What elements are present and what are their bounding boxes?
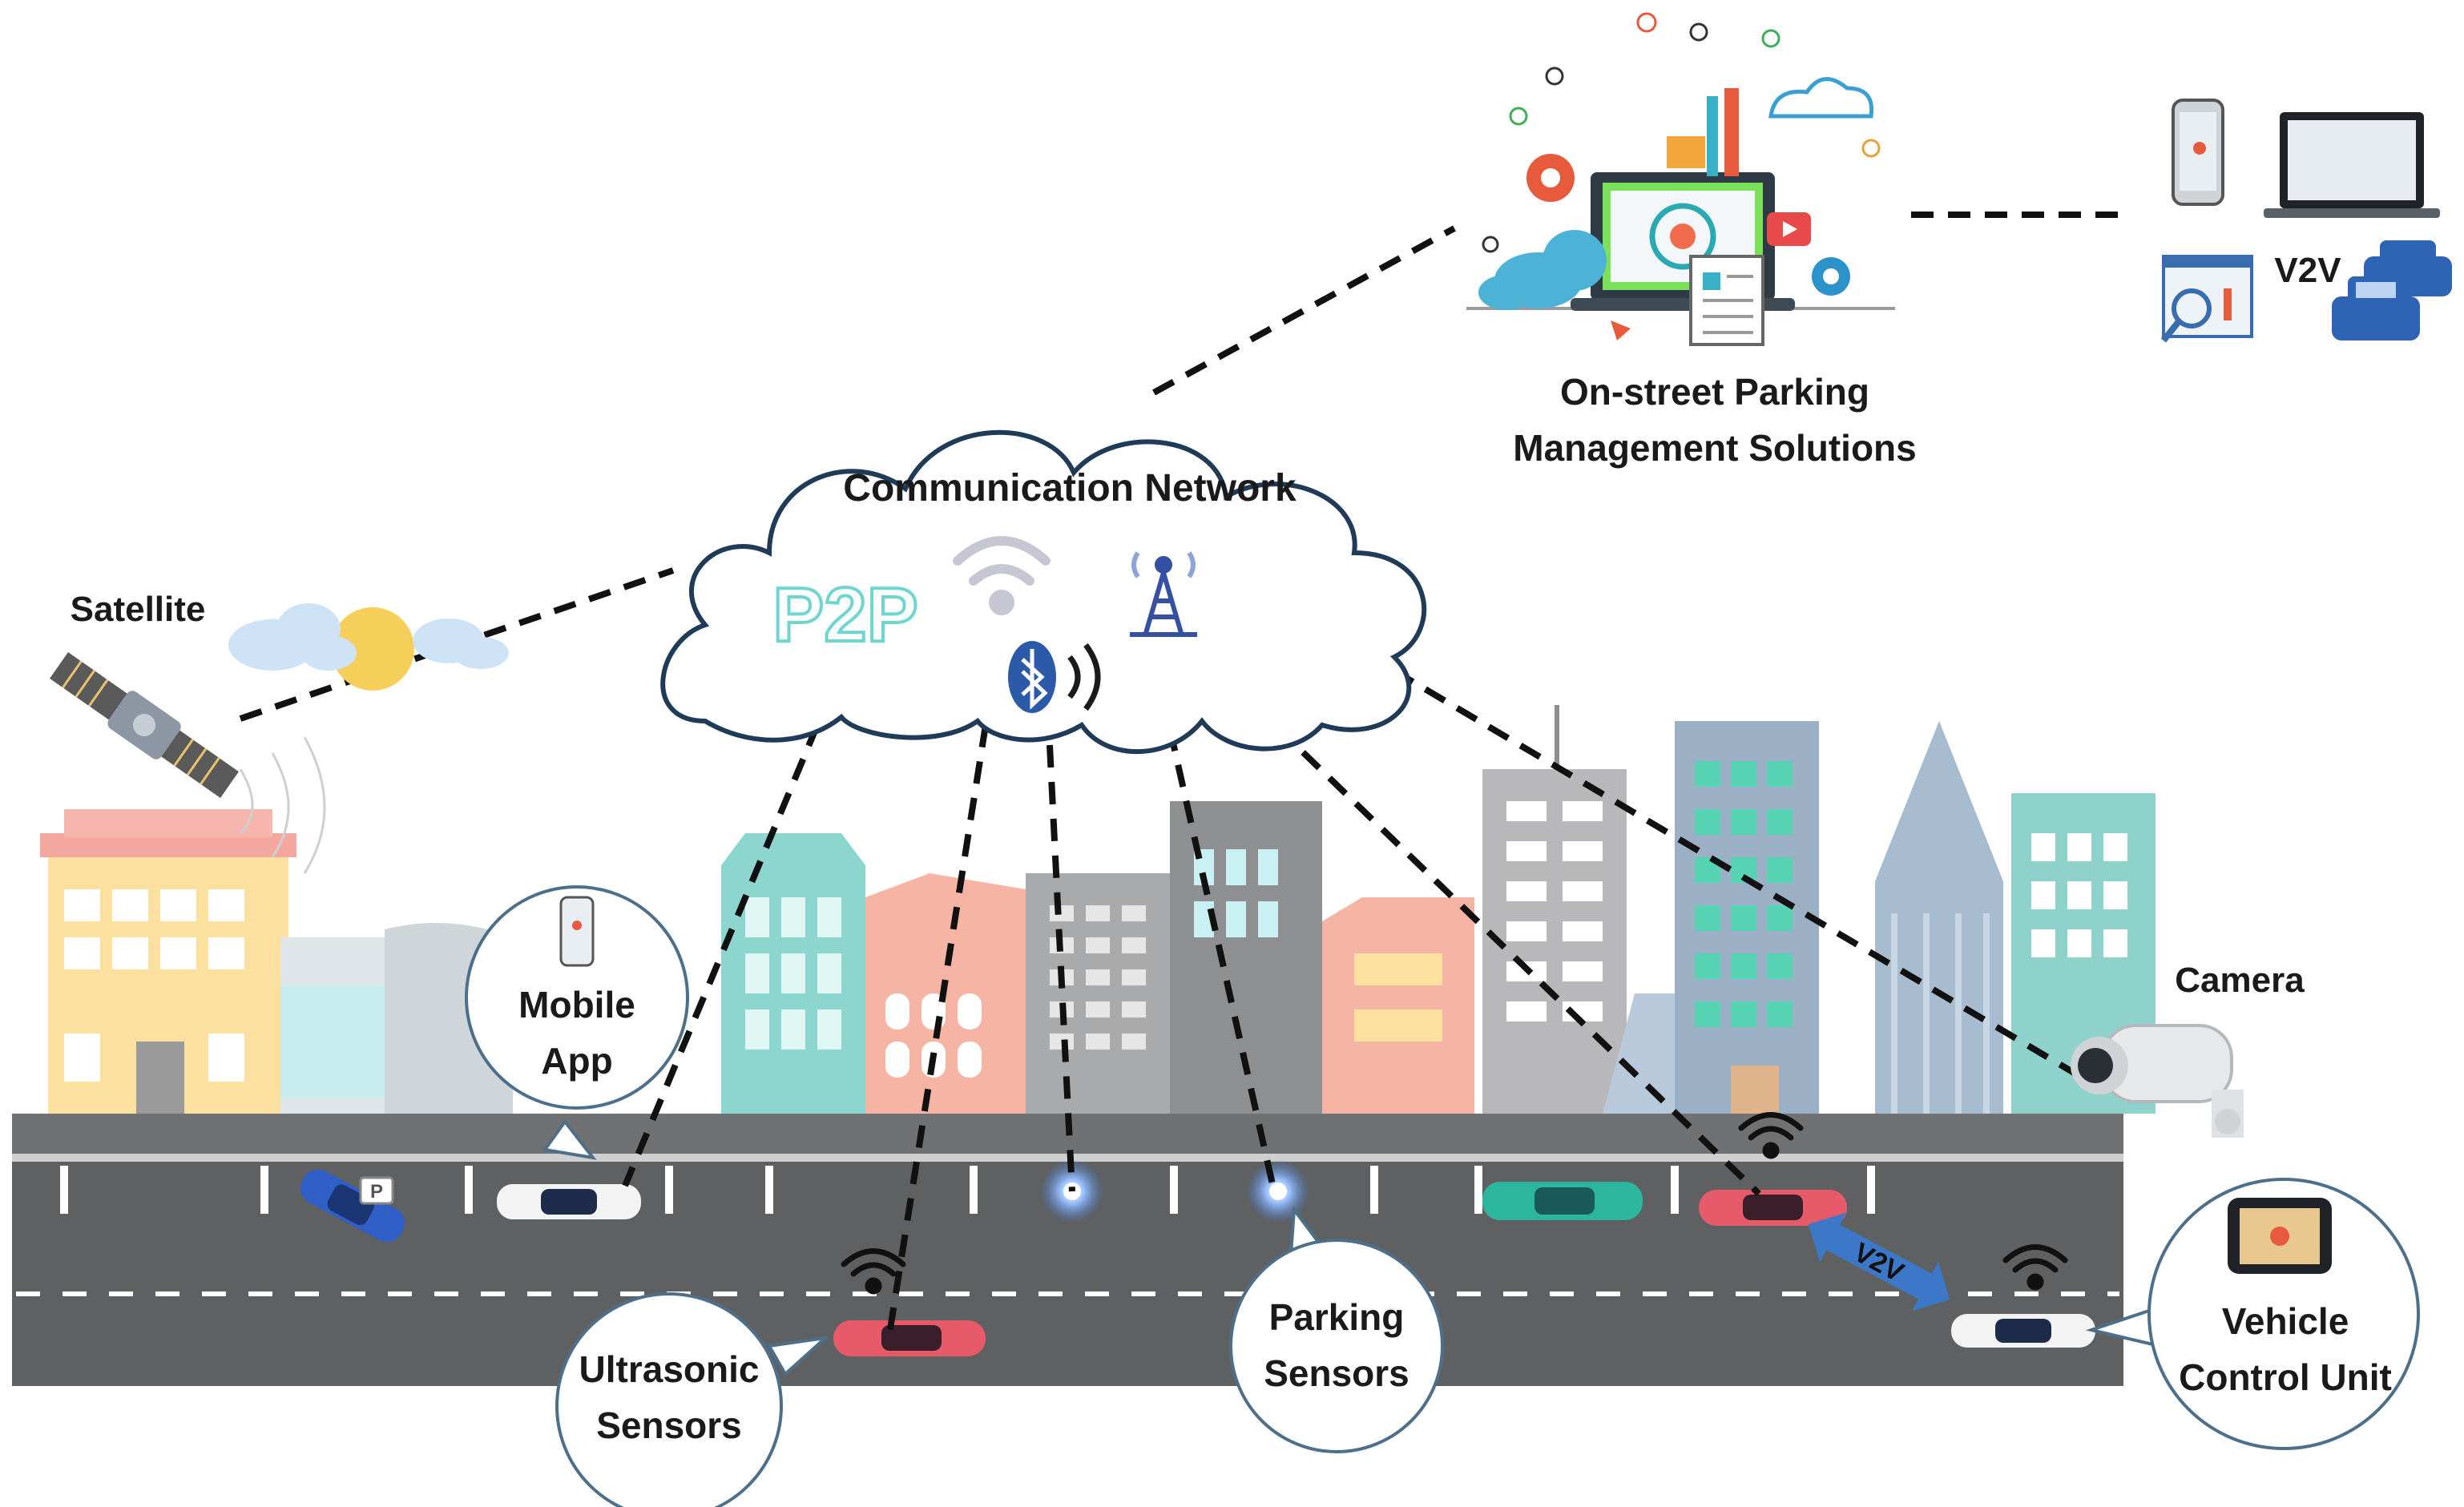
mobile-app-bubble: Mobile App (465, 885, 689, 1160)
document-icon (1689, 255, 1764, 346)
node-icon (1482, 12, 1881, 253)
parking-sensors-bubble: Parking Sensors (1229, 1205, 1444, 1453)
cloud-title: Communication Network (843, 467, 1297, 510)
bluetooth-icon (1008, 641, 1101, 713)
sun-icon (331, 607, 414, 691)
mobile-app-label-2: App (541, 1040, 612, 1082)
wifi-icon (1738, 1112, 1804, 1159)
solutions-title-1: On-street Parking (1560, 371, 1869, 413)
camera-label: Camera (2175, 961, 2305, 1000)
wifi-icon (953, 536, 1051, 615)
analytics-icon (1667, 88, 1739, 176)
wifi-icon (2002, 1244, 2068, 1291)
building-glass (280, 923, 513, 1114)
car-blue-parked (300, 1169, 405, 1243)
gear-icon (1812, 257, 1850, 296)
parking-stall-lines (60, 1166, 1875, 1214)
ultrasonic-sensors-bubble: Ultrasonic Sensors (555, 1292, 831, 1507)
p2p-label: P2P (772, 572, 917, 658)
building-spire (1875, 721, 2003, 1114)
tablet-icon (2228, 1198, 2332, 1274)
cloud-icon (228, 603, 509, 671)
v2v-top-label: V2V (2274, 251, 2341, 290)
building-salmon-2 (1322, 897, 1474, 1114)
satellite-label: Satellite (71, 590, 206, 629)
gear-icon (1526, 154, 1575, 202)
wifi-icon (841, 1248, 906, 1295)
building-teal (721, 833, 865, 1114)
solutions-title-2: Management Solutions (1513, 427, 1916, 469)
ultrasonic-label-2: Sensors (596, 1404, 742, 1446)
mobile-app-label-1: Mobile (518, 984, 635, 1025)
parking-sensor-icon (1246, 1159, 1310, 1223)
communication-network-cloud: Communication Network P2P (660, 429, 1427, 755)
cloud-icon (1768, 77, 1874, 119)
ultrasonic-label-1: Ultrasonic (579, 1348, 760, 1390)
building-yellow (40, 809, 296, 1114)
parking-sensors-label-1: Parking (1269, 1296, 1405, 1338)
camera-icon (2071, 1024, 2244, 1138)
cloud-icon (1478, 230, 1607, 310)
car-red-moving (833, 1320, 986, 1356)
laptop-icon (2264, 112, 2440, 218)
smartphone-icon (559, 896, 595, 967)
vehicle-control-unit-bubble: Vehicle Control Unit (2085, 1178, 2420, 1450)
parking-sensors-label-2: Sensors (1264, 1352, 1409, 1394)
car-white-moving (1951, 1314, 2095, 1348)
cursor-icon (1611, 320, 1631, 340)
car-white-parked (497, 1184, 641, 1219)
building-white-tower (1482, 705, 1627, 1114)
vcu-label-2: Control Unit (2179, 1356, 2392, 1398)
analytics-icon (2160, 255, 2253, 343)
smartphone-icon (2172, 99, 2224, 206)
building-blue-tower (1675, 721, 1819, 1114)
city-skyline (40, 705, 2155, 1114)
video-icon (1767, 212, 1811, 246)
building-gray (1026, 873, 1170, 1114)
vcu-label-1: Vehicle (2222, 1300, 2349, 1342)
car-teal-parked (1482, 1182, 1643, 1220)
car-red-parked (1699, 1190, 1847, 1226)
solutions-cluster (1466, 12, 1895, 346)
car-icon (2332, 240, 2452, 340)
satellite-icon (50, 652, 239, 798)
svg-text:P: P (370, 1181, 383, 1203)
parking-sign-icon: P (359, 1176, 394, 1205)
satellite-signal (239, 736, 326, 874)
cell-tower-icon (1130, 551, 1197, 637)
